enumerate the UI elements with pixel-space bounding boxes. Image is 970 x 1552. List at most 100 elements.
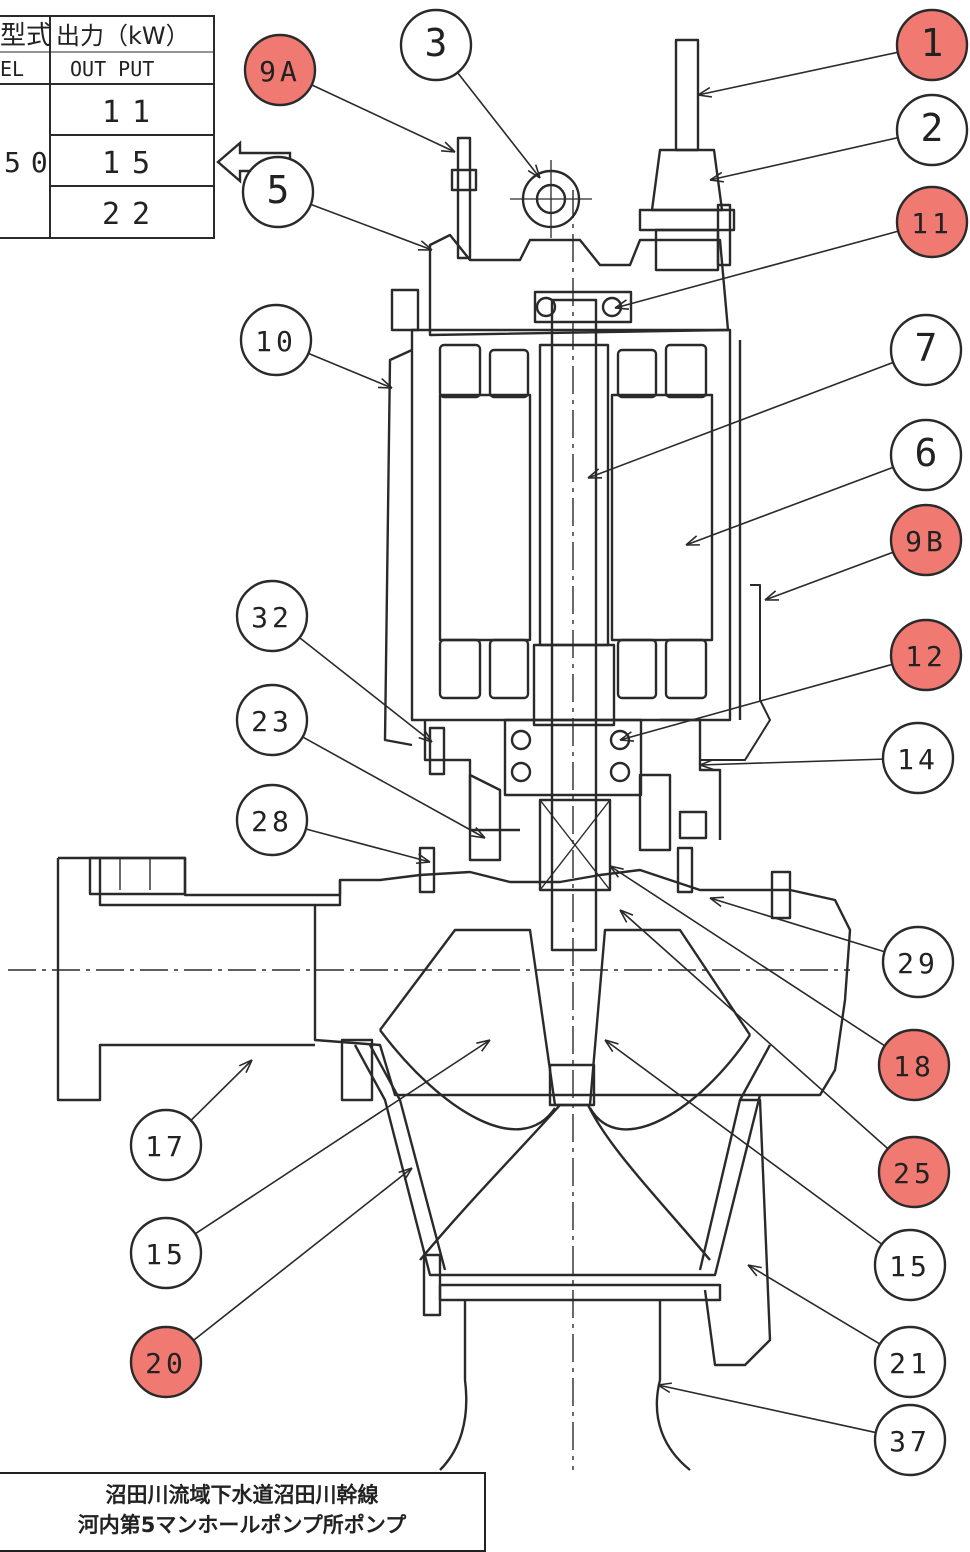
callout-label: 1 <box>921 21 944 65</box>
callout-1: 1 <box>895 8 969 82</box>
volute-casing <box>313 868 852 1097</box>
callout-28: 28 <box>235 783 309 857</box>
callout-9a: 9A <box>243 33 317 107</box>
callout-15: 15 <box>129 1216 203 1290</box>
leader-line <box>657 1384 876 1434</box>
callout-label: 3 <box>425 21 448 65</box>
callout-29: 29 <box>881 925 955 999</box>
leader-line <box>619 663 893 741</box>
callout-label: 32 <box>251 601 293 634</box>
caption-line-1: 沼田川流域下水道沼田川幹線 <box>105 1483 379 1507</box>
callout-label: 15 <box>145 1238 187 1271</box>
callout-circle <box>889 313 963 387</box>
callout-label: 10 <box>255 325 297 358</box>
callout-circle <box>881 925 955 999</box>
callout-25: 25 <box>877 1135 951 1209</box>
leader-arrowhead <box>709 171 724 183</box>
output-row-2: 15 <box>102 146 162 181</box>
callout-circle <box>873 1325 947 1399</box>
callout-label: 25 <box>893 1157 935 1190</box>
callout-18: 18 <box>877 1028 951 1102</box>
callout-label: 20 <box>145 1347 187 1380</box>
leader-arrowhead <box>764 590 780 601</box>
callout-32: 32 <box>235 579 309 653</box>
output-header-en: OUT PUT <box>70 57 154 81</box>
cable-and-gland <box>638 38 736 272</box>
leader-arrowhead <box>476 1039 491 1052</box>
leader-line <box>305 828 431 863</box>
leader-line <box>587 361 894 479</box>
model-header-en: EL <box>0 57 24 81</box>
leader-arrowhead <box>238 1059 253 1074</box>
callout-6: 6 <box>889 418 963 492</box>
callout-circle <box>889 418 963 492</box>
leader-line <box>697 51 898 96</box>
callout-circle <box>241 155 315 229</box>
float-probe-9b <box>700 584 771 761</box>
lower-bearing <box>423 718 722 840</box>
callout-23: 23 <box>235 683 309 757</box>
callout-2: 2 <box>895 93 969 167</box>
motor-frame <box>410 328 732 722</box>
leader-arrowhead <box>418 729 433 743</box>
callout-circle <box>129 1216 203 1290</box>
leader-arrowhead <box>527 164 541 179</box>
motor-top-cover <box>428 233 730 337</box>
callout-label: 6 <box>915 431 938 475</box>
leader-arrowhead <box>604 1039 619 1053</box>
caption-box: 沼田川流域下水道沼田川幹線 河内第5マンホールポンプ所ポンプ <box>0 1472 486 1552</box>
callout-label: 11 <box>911 207 953 240</box>
callout-3: 3 <box>399 8 473 82</box>
callout-label: 29 <box>897 947 939 980</box>
callout-circle <box>895 8 969 82</box>
callout-label: 21 <box>889 1347 931 1380</box>
callout-circle <box>895 93 969 167</box>
leader-arrowhead <box>699 759 714 771</box>
model-value: 50 <box>4 146 58 179</box>
leader-line <box>604 1039 883 1245</box>
leader-line <box>709 897 885 953</box>
leader-line <box>456 72 541 179</box>
leader-arrowhead <box>398 1167 413 1181</box>
callout-circle <box>873 1228 947 1302</box>
callout-label: 14 <box>897 743 939 776</box>
output-row-3: 22 <box>102 197 162 232</box>
leader-arrowhead <box>709 896 725 908</box>
callout-label: 12 <box>905 640 947 673</box>
center-lines <box>8 190 850 1470</box>
callout-circle <box>877 1135 951 1209</box>
callout-circle <box>889 618 963 692</box>
callout-10: 10 <box>239 303 313 377</box>
callout-circle <box>243 33 317 107</box>
leader-arrowhead <box>417 240 433 251</box>
discharge-flange <box>56 856 342 1102</box>
stator <box>438 343 714 700</box>
leader-line <box>299 637 433 743</box>
spec-table: 型式 出力（kW） EL OUT PUT 50 11 15 22 <box>0 15 292 239</box>
pump-stand <box>703 1098 772 1367</box>
callout-11: 11 <box>895 185 969 259</box>
leader-arrowhead <box>471 826 486 839</box>
leader-arrowhead <box>415 853 431 865</box>
leader-line <box>310 203 433 251</box>
leader-line <box>194 1039 491 1235</box>
callout-circle <box>889 503 963 577</box>
leader-line <box>685 466 894 546</box>
upper-bearing <box>533 290 633 324</box>
suction-cover <box>353 1044 762 1277</box>
leader-arrowhead <box>614 299 630 310</box>
output-row-1: 11 <box>102 95 162 130</box>
callout-label: 9B <box>905 525 947 558</box>
callout-9b: 9B <box>889 503 963 577</box>
callout-label: 37 <box>889 1425 931 1458</box>
impeller <box>379 928 751 1107</box>
callout-label: 17 <box>145 1130 187 1163</box>
callout-14: 14 <box>881 721 955 795</box>
callout-label: 15 <box>889 1250 931 1283</box>
leader-arrowhead <box>609 865 624 878</box>
leader-line <box>764 551 894 601</box>
leader-arrowhead <box>619 731 635 742</box>
callout-circle <box>873 1403 947 1477</box>
leader-line <box>614 230 899 309</box>
